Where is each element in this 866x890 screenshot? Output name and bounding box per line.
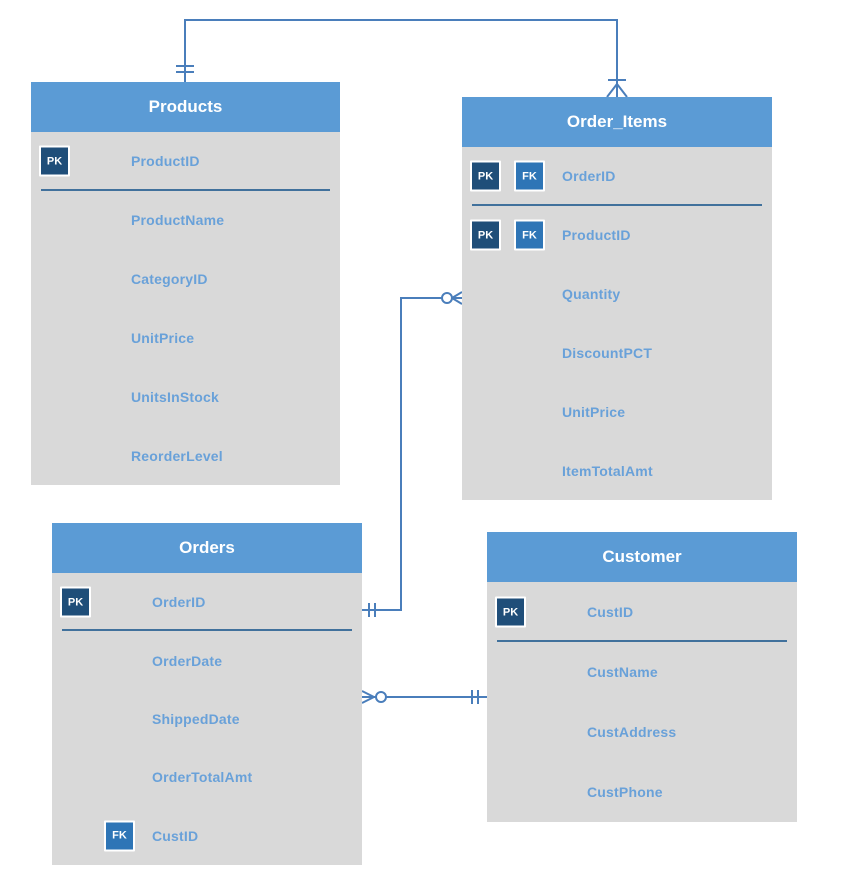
field-label: OrderDate	[152, 652, 223, 669]
fk-badge: FK	[104, 820, 135, 852]
field-row-discountpct[interactable]: DiscountPCT	[462, 323, 772, 382]
field-row-orderid[interactable]: PK FK OrderID	[462, 147, 772, 206]
table-header-customer[interactable]: Customer	[487, 532, 797, 582]
crows-foot-icon	[361, 690, 375, 698]
field-label: Quantity	[562, 286, 621, 303]
field-label: CustID	[152, 827, 199, 844]
crows-foot-icon	[616, 83, 628, 98]
field-label: CustAddress	[587, 724, 677, 740]
pk-badge: PK	[470, 160, 501, 192]
field-row-quantity[interactable]: Quantity	[462, 265, 772, 324]
table-title: Orders	[179, 538, 235, 557]
field-row-reorderlevel[interactable]: ReorderLevel	[31, 426, 340, 485]
field-row-orderdate[interactable]: OrderDate	[52, 631, 362, 689]
cardinality-zero-circle	[375, 691, 387, 703]
field-row-productname[interactable]: ProductName	[31, 191, 340, 250]
table-title: Order_Items	[566, 112, 668, 131]
connector-line[interactable]	[362, 297, 462, 611]
field-row-custid[interactable]: PK CustID	[487, 582, 797, 642]
field-label: CustName	[587, 664, 658, 680]
field-label: CategoryID	[131, 271, 208, 288]
table-title: Products	[148, 97, 223, 116]
connector-line[interactable]	[184, 19, 618, 97]
field-row-unitprice[interactable]: UnitPrice	[462, 382, 772, 441]
crows-foot-icon	[606, 83, 618, 98]
pk-separator	[41, 188, 330, 191]
crows-foot-icon	[451, 291, 463, 299]
crows-foot-icon	[451, 297, 463, 305]
field-label: ItemTotalAmt	[562, 462, 653, 479]
field-row-custaddress[interactable]: CustAddress	[487, 702, 797, 762]
field-label: CustID	[587, 604, 634, 620]
field-label: CustPhone	[587, 784, 663, 800]
field-row-shippeddate[interactable]: ShippedDate	[52, 690, 362, 748]
field-row-categoryid[interactable]: CategoryID	[31, 250, 340, 309]
field-label: ReorderLevel	[131, 447, 223, 464]
fk-badge: FK	[514, 160, 545, 192]
field-row-custid[interactable]: FK CustID	[52, 807, 362, 865]
pk-separator	[497, 640, 787, 642]
field-label: OrderTotalAmt	[152, 769, 253, 786]
field-label: UnitsInStock	[131, 388, 219, 405]
field-label: UnitPrice	[131, 329, 195, 346]
field-row-custname[interactable]: CustName	[487, 642, 797, 702]
field-label: ProductName	[131, 212, 225, 229]
table-header-orders[interactable]: Orders	[52, 523, 362, 573]
field-label: DiscountPCT	[562, 344, 653, 361]
table-title: Customer	[602, 547, 682, 566]
table-header-products[interactable]: Products	[31, 82, 340, 132]
pk-badge: PK	[60, 586, 91, 618]
connector-products-order-items[interactable]	[176, 19, 628, 98]
field-row-itemtotalamt[interactable]: ItemTotalAmt	[462, 441, 772, 500]
pk-badge: PK	[470, 219, 501, 251]
field-label: OrderID	[562, 168, 616, 185]
field-label: UnitPrice	[562, 403, 626, 420]
table-order-items[interactable]: Order_Items PK FK OrderID PK FK ProductID Quan…	[462, 97, 772, 500]
pk-badge: PK	[495, 596, 526, 628]
field-label: ShippedDate	[152, 711, 240, 728]
field-row-unitsinstock[interactable]: UnitsInStock	[31, 367, 340, 426]
field-row-ordertotalamt[interactable]: OrderTotalAmt	[52, 748, 362, 806]
cardinality-zero-circle	[441, 292, 453, 304]
field-row-orderid[interactable]: PK OrderID	[52, 573, 362, 632]
field-row-productid[interactable]: PK FK ProductID	[462, 206, 772, 265]
field-row-unitprice[interactable]: UnitPrice	[31, 308, 340, 367]
pk-badge: PK	[39, 145, 70, 177]
field-row-custphone[interactable]: CustPhone	[487, 762, 797, 822]
field-label: OrderID	[152, 594, 206, 611]
pk-separator	[472, 203, 762, 206]
connector-orders-order-items[interactable]	[362, 291, 463, 617]
table-header-order-items[interactable]: Order_Items	[462, 97, 772, 147]
connector-orders-customer[interactable]	[361, 690, 487, 704]
field-label: ProductID	[131, 153, 200, 170]
fk-badge: FK	[514, 219, 545, 251]
field-label: ProductID	[562, 227, 631, 244]
field-row-productid[interactable]: PK ProductID	[31, 132, 340, 191]
pk-separator	[62, 629, 352, 632]
crows-foot-icon	[361, 696, 375, 704]
